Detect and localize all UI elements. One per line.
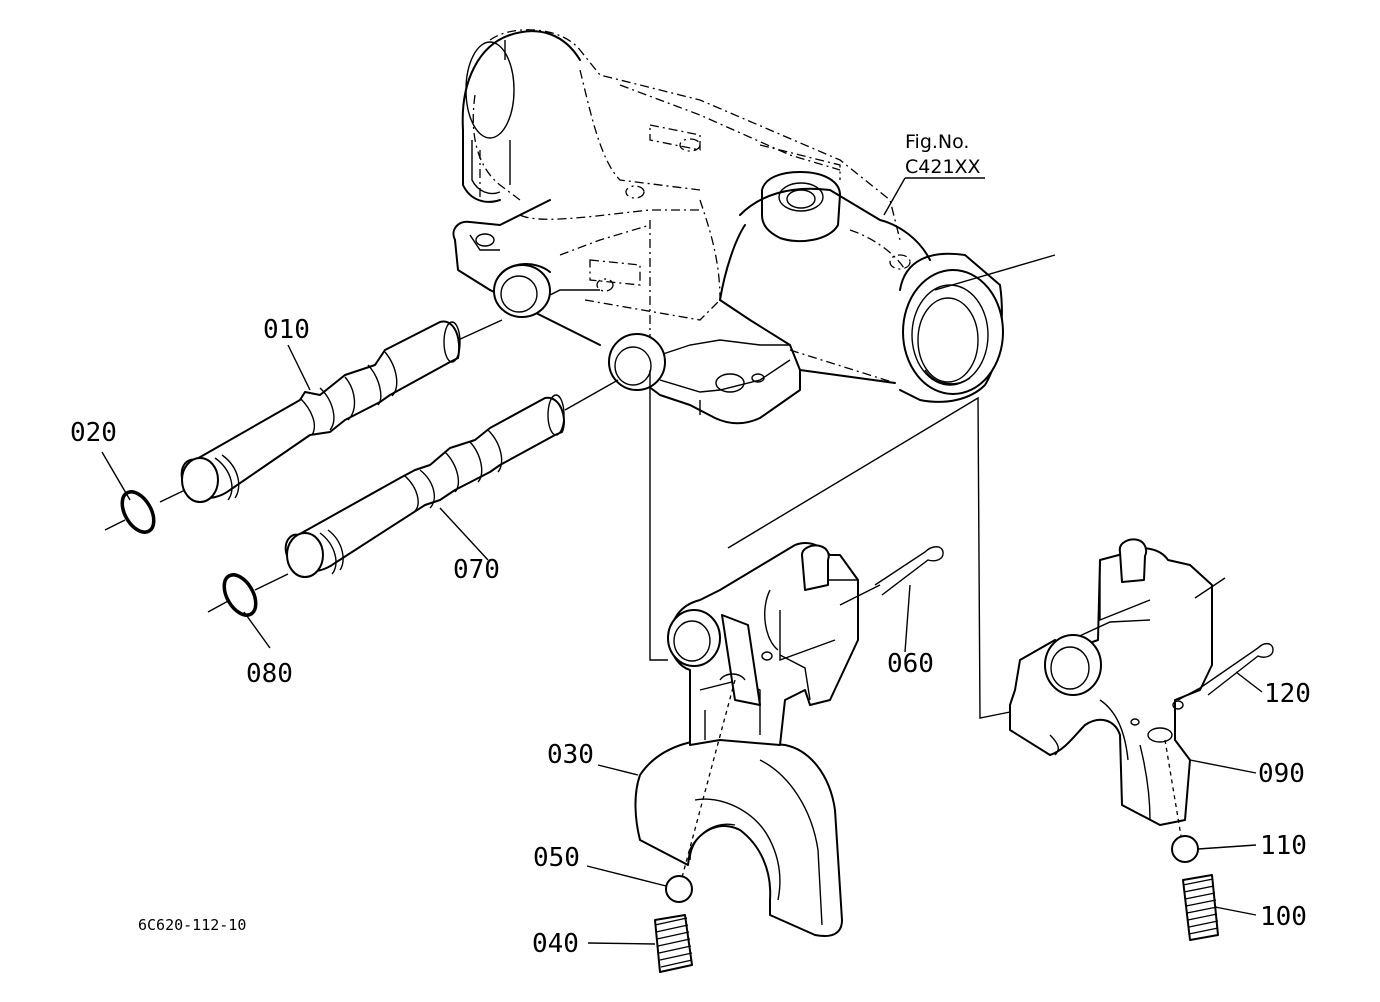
callout-050: 050 <box>533 843 580 873</box>
callout-100: 100 <box>1260 902 1307 932</box>
figure-ref-number: C421XX <box>905 156 981 178</box>
callout-110: 110 <box>1260 831 1307 861</box>
callout-labels: 010 020 030 040 050 060 070 080 090 100 … <box>70 315 1311 959</box>
spring-040 <box>654 914 693 973</box>
steel-ball-050 <box>665 875 693 903</box>
figure-ref-label: Fig.No. <box>905 131 969 153</box>
callout-120: 120 <box>1264 679 1311 709</box>
o-ring-020 <box>120 490 156 534</box>
leader-lines <box>101 177 1263 945</box>
callout-080: 080 <box>246 659 293 689</box>
callout-010: 010 <box>263 315 310 345</box>
steel-ball-110 <box>1171 835 1199 863</box>
callout-090: 090 <box>1258 759 1305 789</box>
assembly-lines <box>649 254 1056 719</box>
cotter-pin-120 <box>1177 643 1274 701</box>
callout-040: 040 <box>532 929 579 959</box>
shift-rod-070 <box>207 379 619 613</box>
shift-fork-090 <box>1009 538 1226 843</box>
o-ring-080 <box>222 573 258 617</box>
callout-060: 060 <box>887 649 934 679</box>
shift-housing <box>452 29 1004 425</box>
callout-020: 020 <box>70 418 117 448</box>
shift-fork-030 <box>634 542 859 938</box>
drawing-code: 6C620-112-10 <box>138 916 246 934</box>
spring-100 <box>1182 874 1219 941</box>
figure-reference: Fig.No. C421XX <box>905 131 981 178</box>
callout-030: 030 <box>547 740 594 770</box>
callout-070: 070 <box>453 555 500 585</box>
shift-rod-010 <box>104 319 503 531</box>
cotter-pin-060 <box>839 546 944 606</box>
